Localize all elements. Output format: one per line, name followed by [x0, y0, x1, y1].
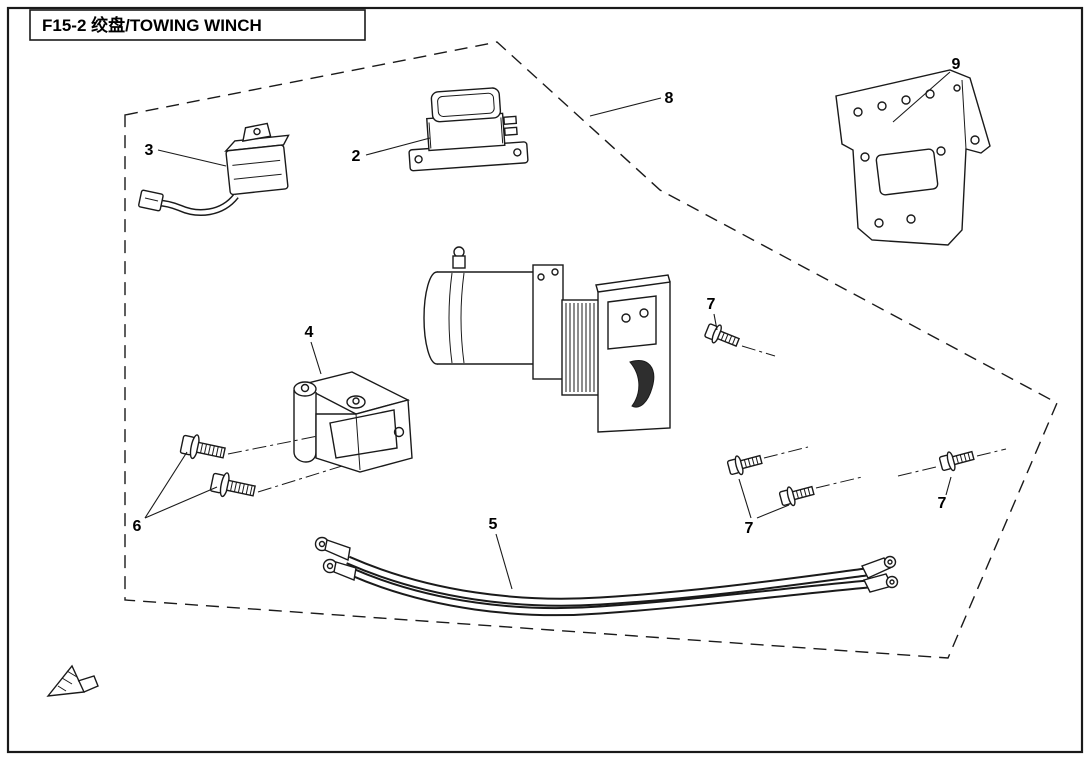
bolt-mid-drawing: [725, 446, 863, 509]
bolt-top-drawing: [702, 320, 776, 357]
callout-2: 2: [352, 148, 361, 165]
bolt-pair-drawing: [178, 431, 343, 504]
diagram-title: F15-2 绞盘/TOWING WINCH: [42, 15, 262, 35]
title-block: F15-2 绞盘/TOWING WINCH: [29, 9, 366, 41]
callout-3: 3: [145, 142, 154, 159]
callout-6: 6: [133, 518, 142, 535]
bolt-right-drawing: [897, 445, 1007, 477]
bracket-drawing: [293, 371, 413, 473]
callout-9: 9: [952, 56, 961, 73]
callout-5: 5: [489, 516, 498, 533]
callout-8: 8: [665, 90, 674, 107]
callout-leaders: [144, 71, 952, 590]
title-box: [29, 9, 366, 41]
callout-7-mid: 7: [745, 520, 754, 537]
mount-plate-drawing: [835, 69, 991, 246]
switch-drawing: [138, 122, 290, 216]
callout-7-right: 7: [938, 495, 947, 512]
relay-unit-drawing: [408, 87, 529, 172]
dashed-boundary: [124, 41, 1058, 659]
callout-7-top: 7: [707, 296, 716, 313]
callout-4: 4: [305, 324, 314, 341]
winch-assembly-drawing: [423, 246, 671, 433]
front-direction-icon: [46, 664, 99, 697]
cable-drawing: [314, 536, 899, 617]
